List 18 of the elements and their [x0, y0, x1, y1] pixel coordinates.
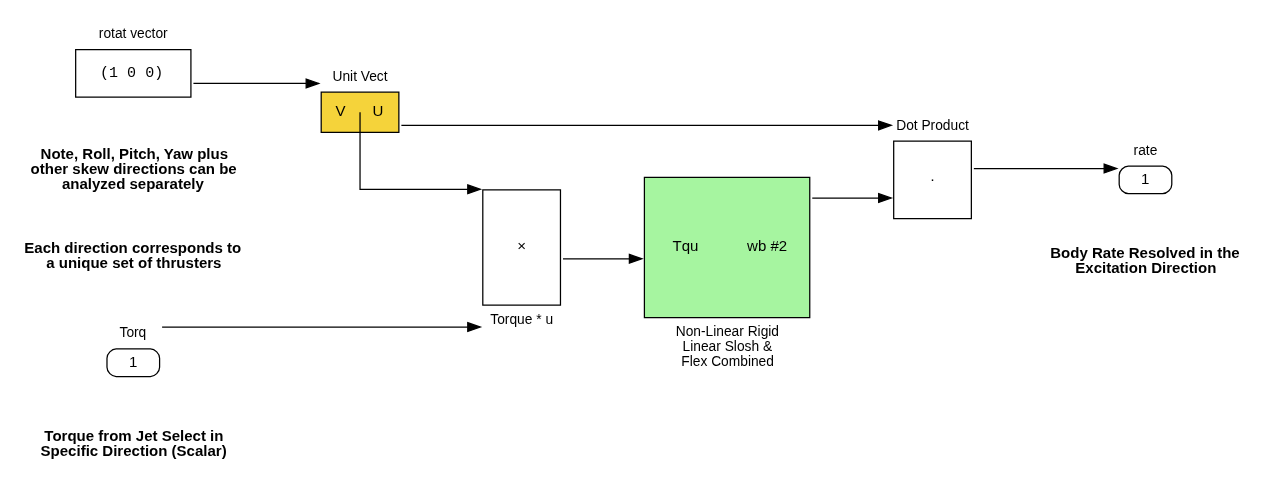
arrow — [161, 321, 483, 333]
label: Body Rate Resolved in the Excitation Direction — [1050, 244, 1240, 277]
node-label: rotat vector — [98, 26, 168, 42]
node-label: rate — [1133, 142, 1158, 158]
arrow — [359, 111, 483, 195]
node-label: Dot Product — [896, 117, 969, 133]
arrow — [192, 78, 321, 89]
node-label: Torque * u — [490, 311, 554, 327]
arrow — [562, 253, 644, 265]
arrow — [973, 163, 1119, 174]
label: Each direction corresponds to a unique set of thrusters — [24, 239, 242, 272]
arrow — [811, 192, 894, 204]
node-label: Non-Linear Rigid Linear Slosh & Flex Combined — [675, 324, 780, 370]
label: Note, Roll, Pitch, Yaw plus other skew directions can be analyzed separately — [30, 145, 237, 193]
node-label: Torq — [119, 325, 147, 341]
label: Torque from Jet Select in Specific Direction (Scalar) — [40, 427, 227, 460]
node-label: Unit Vect — [332, 68, 388, 84]
arrow — [400, 120, 894, 131]
